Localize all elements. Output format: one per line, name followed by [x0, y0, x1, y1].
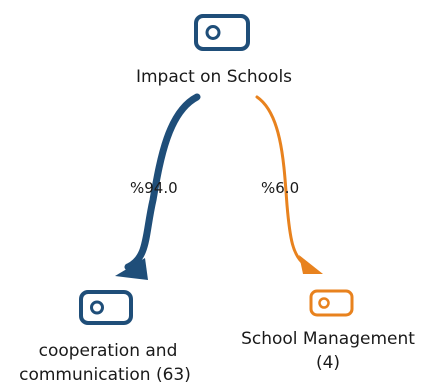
child-label-school-management-line1: School Management [241, 329, 415, 349]
branch-arrowhead-school-management [299, 255, 323, 274]
branch-edge-school-management [255, 95, 306, 266]
branch-arrowhead-cooperation [115, 258, 148, 280]
branch-edge-cooperation [124, 93, 201, 271]
child-label-cooperation-line2: communication (63) [19, 365, 191, 385]
percent-school-management: %6.0 [261, 179, 300, 197]
school-management-tag-icon [309, 289, 354, 317]
child-label-school-management-line2: (4) [315, 353, 341, 373]
root-label: Impact on Schools [135, 67, 293, 87]
cooperation-tag-icon [79, 290, 133, 325]
root-tag-icon [194, 14, 250, 51]
child-label-cooperation-line1: cooperation and [38, 341, 178, 361]
percent-cooperation: %94.0 [130, 179, 178, 197]
